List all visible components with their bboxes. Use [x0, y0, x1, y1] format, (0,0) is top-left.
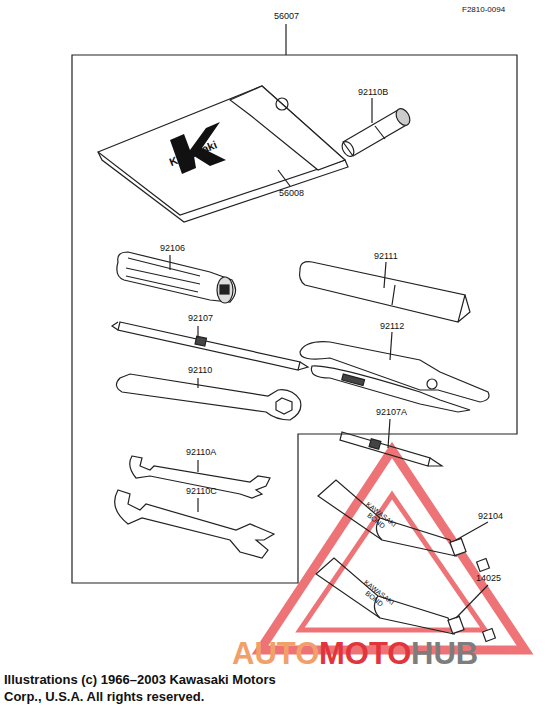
drawing-number: F2810-0094 [462, 6, 505, 14]
socket-tool [340, 106, 413, 158]
open-end-wrench [130, 456, 270, 498]
leader-line [197, 326, 198, 338]
screwdriver-handle [117, 252, 236, 303]
callout-number: 92110 [188, 366, 212, 375]
callout-number: 14025 [476, 574, 501, 583]
watermark-triangle [260, 450, 525, 650]
kit-frame [72, 55, 517, 583]
callout-number: 56007 [274, 12, 299, 21]
callout-number: 92106 [160, 244, 185, 253]
watermark: HUB [411, 638, 478, 669]
callout-number: 92111 [374, 252, 398, 261]
leader-line [390, 332, 392, 360]
leader-line [456, 585, 488, 618]
leader-line [384, 262, 386, 288]
leader-line [197, 378, 198, 388]
callout-number: 92110A [186, 448, 216, 457]
copyright-caption: Illustrations (c) 1966–2003 Kawasaki Mot… [4, 672, 304, 706]
box-wrench [116, 374, 300, 420]
leader-line [169, 255, 170, 270]
callout-number: 92107A [376, 408, 407, 417]
leader-line [278, 170, 290, 186]
tube-label: KAWASAKI BOND [356, 498, 401, 538]
tool-pouch [98, 86, 348, 222]
leader-line [197, 498, 198, 512]
callout-number: 56008 [279, 189, 304, 198]
callout-number: 92112 [380, 322, 404, 331]
screwdriver-bit [340, 432, 442, 466]
bond-tube [318, 480, 489, 571]
watermark: AUTO [232, 638, 319, 669]
watermark: MOTO [319, 638, 411, 669]
callout-number: 92110B [358, 88, 388, 97]
open-end-wrench [115, 490, 274, 558]
callout-number: 92110C [186, 487, 217, 496]
pliers [300, 342, 489, 412]
tube-label: KAWASAKI BOND [354, 576, 399, 616]
leader-line [371, 98, 372, 123]
callout-number: 92104 [478, 512, 503, 521]
callout-number: 92107 [188, 314, 213, 323]
leader-line [285, 24, 286, 55]
leader-line [197, 460, 198, 472]
leader-line [388, 419, 390, 448]
leader-line [456, 522, 488, 540]
handle-bar [300, 262, 470, 322]
bond-tube [316, 558, 495, 641]
screwdriver-bit [112, 322, 308, 370]
